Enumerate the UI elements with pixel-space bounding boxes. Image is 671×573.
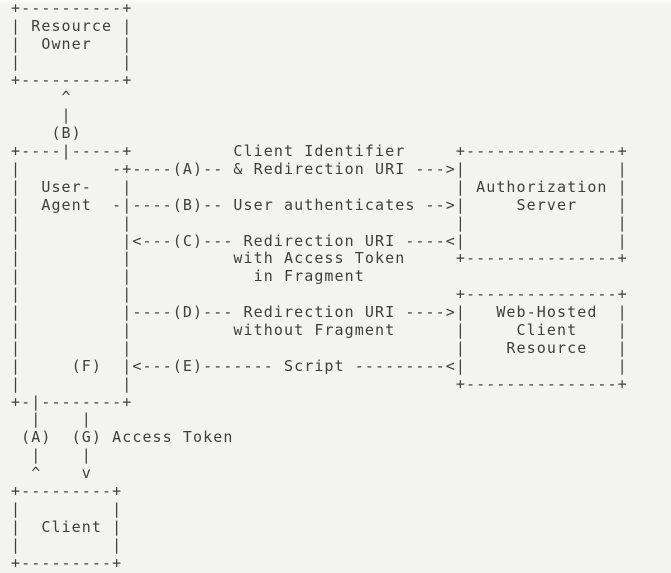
diagram-line: | | xyxy=(11,410,92,429)
diagram-line: | Resource | xyxy=(11,16,133,35)
diagram-line: | User- | | Authorization | xyxy=(11,177,628,196)
diagram-line: | Agent -|----(B)-- User authenticates -… xyxy=(11,195,628,214)
diagram-line: ^ xyxy=(11,88,72,107)
diagram-line: | | without Fragment | Client | xyxy=(11,321,628,340)
diagram-line: | xyxy=(11,106,72,125)
diagram-line: +-|--------+ xyxy=(11,392,133,411)
diagram-line: +----------+ xyxy=(11,0,133,17)
diagram-line: | | | Resource | xyxy=(11,338,628,357)
diagram-line: (A) (G) Access Token xyxy=(11,428,234,447)
diagram-line: | | +---------------+ xyxy=(11,285,628,304)
diagram-line: | | xyxy=(11,52,133,71)
diagram-line: | -+----(A)-- & Redirection URI --->| | xyxy=(11,160,628,179)
diagram-line: | (F) |<---(E)------- Script ---------<|… xyxy=(11,356,628,375)
diagram-line: | | in Fragment xyxy=(11,267,365,286)
diagram-line: | Owner | xyxy=(11,34,133,53)
diagram-line: | | xyxy=(11,499,123,518)
diagram-line: | Client | xyxy=(11,517,123,536)
diagram-line: (B) xyxy=(11,124,82,143)
diagram-line: | |<---(C)--- Redirection URI ----<| | xyxy=(11,231,628,250)
diagram-line: | | | | xyxy=(11,213,628,232)
diagram-line: +---------+ xyxy=(11,482,123,501)
diagram-line: | | xyxy=(11,535,123,554)
diagram-line: | |----(D)--- Redirection URI ---->| Web… xyxy=(11,303,628,322)
diagram-line: | | +---------------+ xyxy=(11,374,628,393)
diagram-line: | | xyxy=(11,446,92,465)
diagram-line: +----------+ xyxy=(11,70,133,89)
diagram-line: ^ v xyxy=(11,464,92,483)
diagram-line: +---------+ xyxy=(11,553,123,572)
diagram-line: | | with Access Token +---------------+ xyxy=(11,249,628,268)
diagram-line: +----|-----+ Client Identifier +--------… xyxy=(11,142,628,161)
